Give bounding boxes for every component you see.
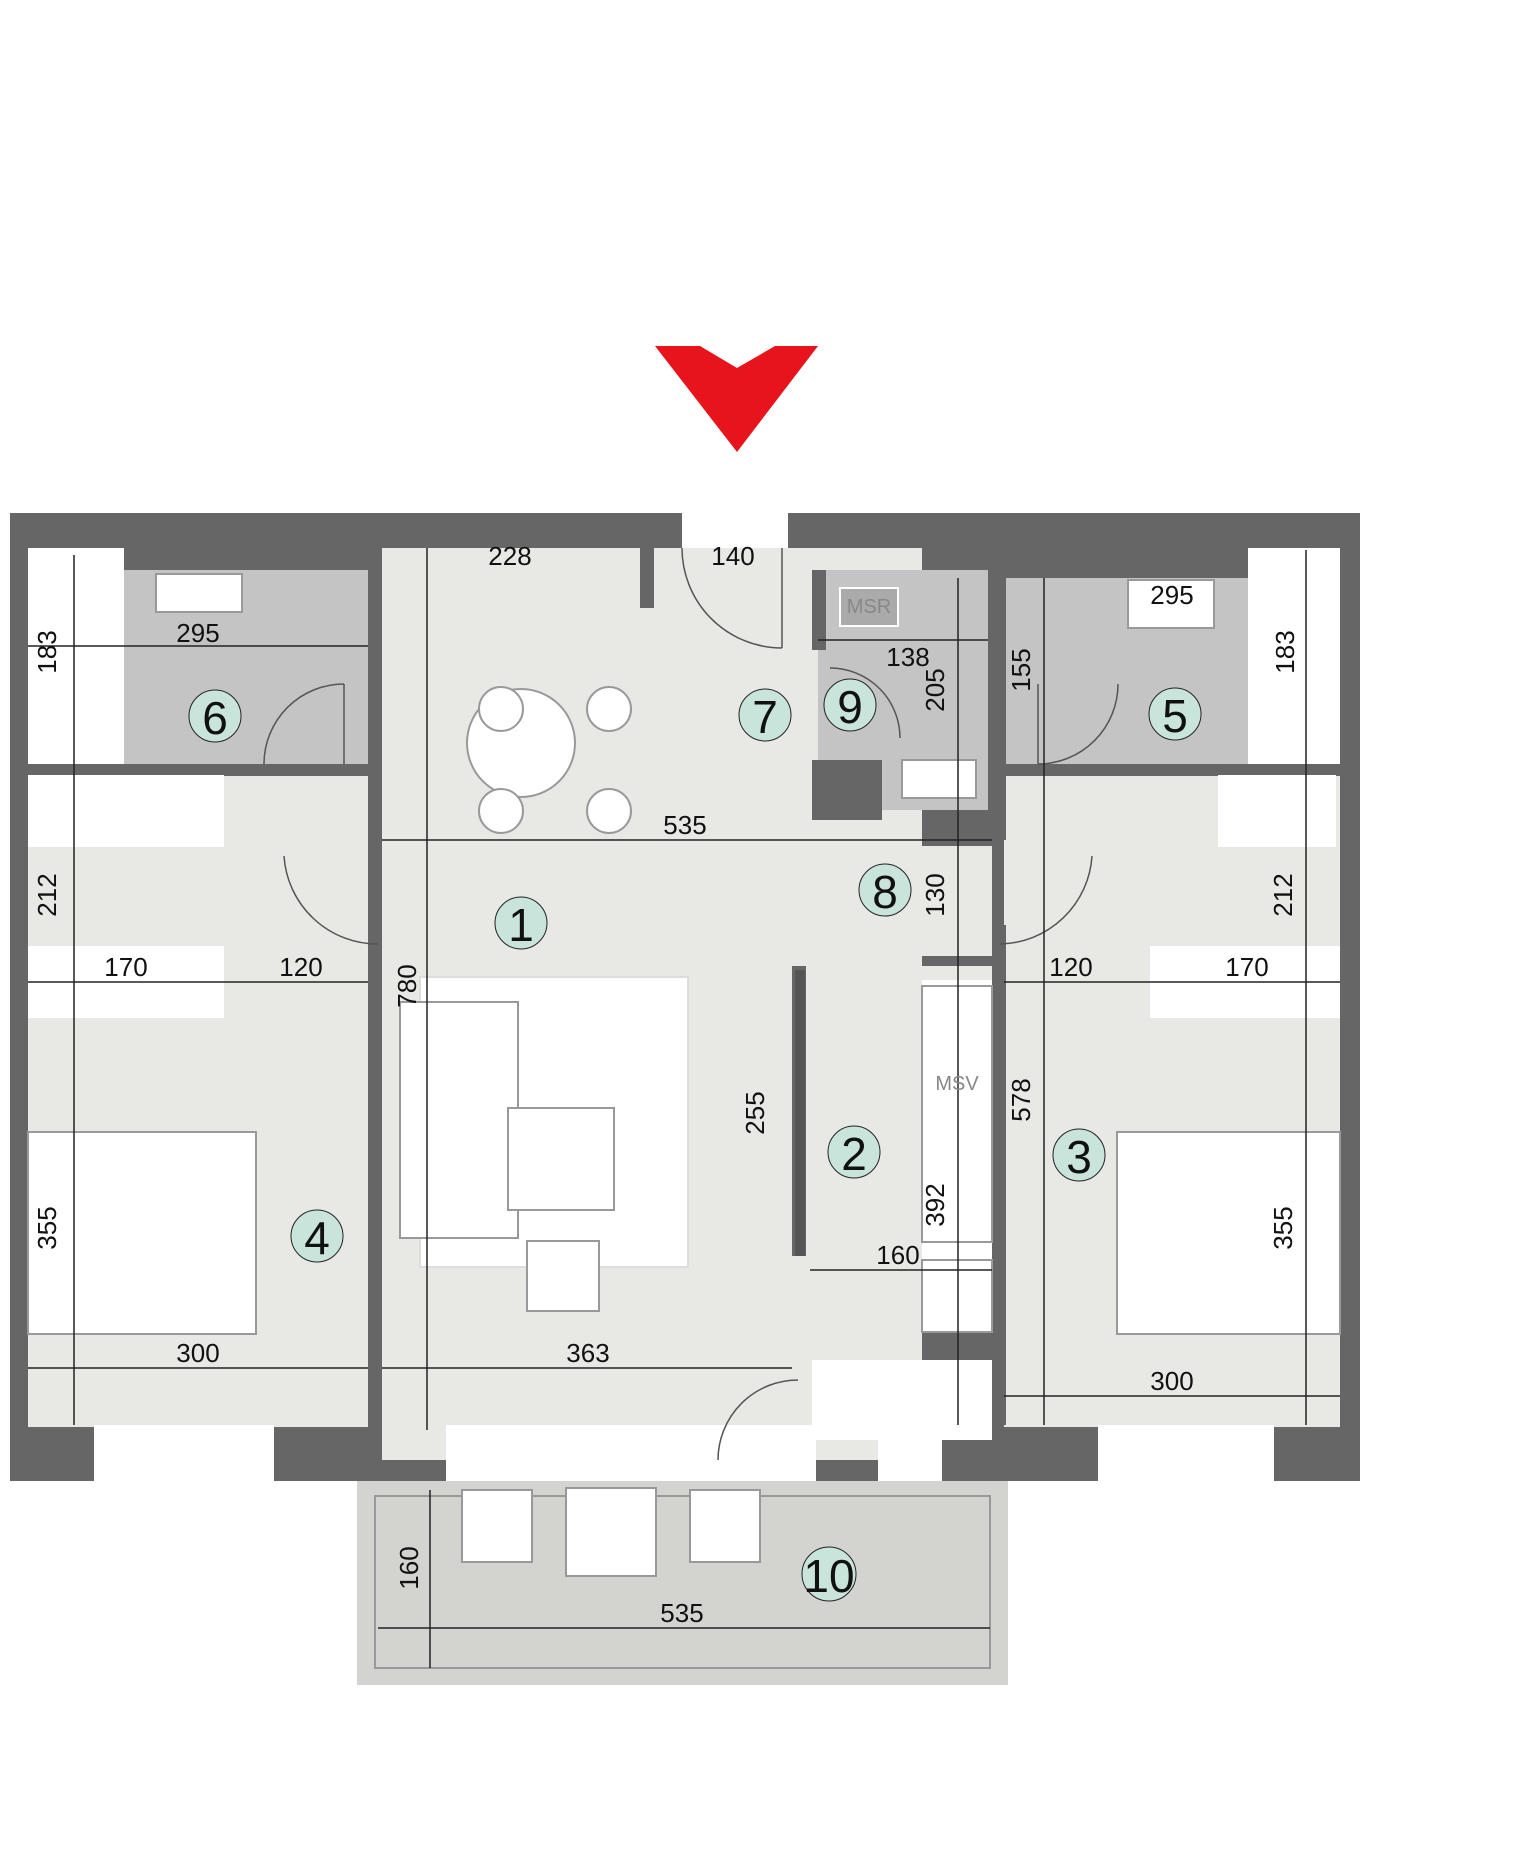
room-number-1: 1 [508,899,534,951]
room-marker-10 [801,1546,857,1602]
room-number-9: 9 [837,681,863,733]
dim-140: 140 [711,541,754,571]
dim-120-left: 120 [279,952,322,982]
room-number-2: 2 [841,1128,867,1180]
room-marker-2 [827,1125,881,1179]
dim-212-left: 212 [32,873,62,916]
dim-130: 130 [920,873,950,916]
room-number-3: 3 [1066,1131,1092,1183]
dim-120-right: 120 [1049,952,1092,982]
dim-355-right: 355 [1268,1206,1298,1249]
dim-355-left: 355 [32,1206,62,1249]
dim-535-balcony: 535 [660,1598,703,1628]
room-marker-4 [290,1209,344,1263]
dim-205: 205 [920,668,950,711]
msr-closet [839,587,899,627]
dim-300-right: 300 [1150,1366,1193,1396]
balcony [357,1481,1008,1685]
room-marker-1 [494,896,548,950]
dim-300-left: 300 [176,1338,219,1368]
dim-780: 780 [392,964,422,1007]
dim-392: 392 [920,1183,950,1226]
dimension-lines [28,548,1340,1668]
room-number-10: 10 [803,1550,854,1602]
dim-155: 155 [1006,648,1036,691]
furniture [27,573,1341,1577]
dim-578: 578 [1006,1078,1036,1121]
red-triangle-entrance-icon [655,346,818,452]
room-number-6: 6 [202,692,228,744]
dim-228: 228 [488,541,531,571]
dim-535-hall: 535 [663,810,706,840]
dim-255: 255 [740,1091,770,1134]
balcony-railing [374,1495,991,1669]
dim-295-left: 295 [176,618,219,648]
living-partition [795,970,805,1256]
room-number-4: 4 [304,1212,330,1264]
dim-170-right: 170 [1225,952,1268,982]
room-markers: 1 2 3 4 5 6 7 8 9 10 [188,678,1202,1602]
dim-160-kitchen: 160 [876,1240,919,1270]
dim-160-balcony: 160 [394,1546,424,1589]
room-marker-6 [188,689,242,743]
msr-label: MSR [847,596,891,618]
dim-183-left: 183 [32,630,62,673]
entrance-arrow-notch [700,346,775,368]
room-marker-8 [858,863,912,917]
room-marker-9 [823,678,877,732]
dim-138: 138 [886,642,929,672]
dim-295-right: 295 [1150,580,1193,610]
room-number-5: 5 [1162,690,1188,742]
room-marker-5 [1148,687,1202,741]
door-swings [263,547,1119,1461]
dim-183-right: 183 [1270,630,1300,673]
dim-170-left: 170 [104,952,147,982]
room-marker-3 [1052,1128,1106,1182]
dim-363: 363 [566,1338,609,1368]
room-number-8: 8 [872,866,898,918]
room-marker-7 [738,688,792,742]
msv-label: MSV [935,1073,979,1095]
dim-212-right: 212 [1268,873,1298,916]
room-number-7: 7 [752,691,778,743]
